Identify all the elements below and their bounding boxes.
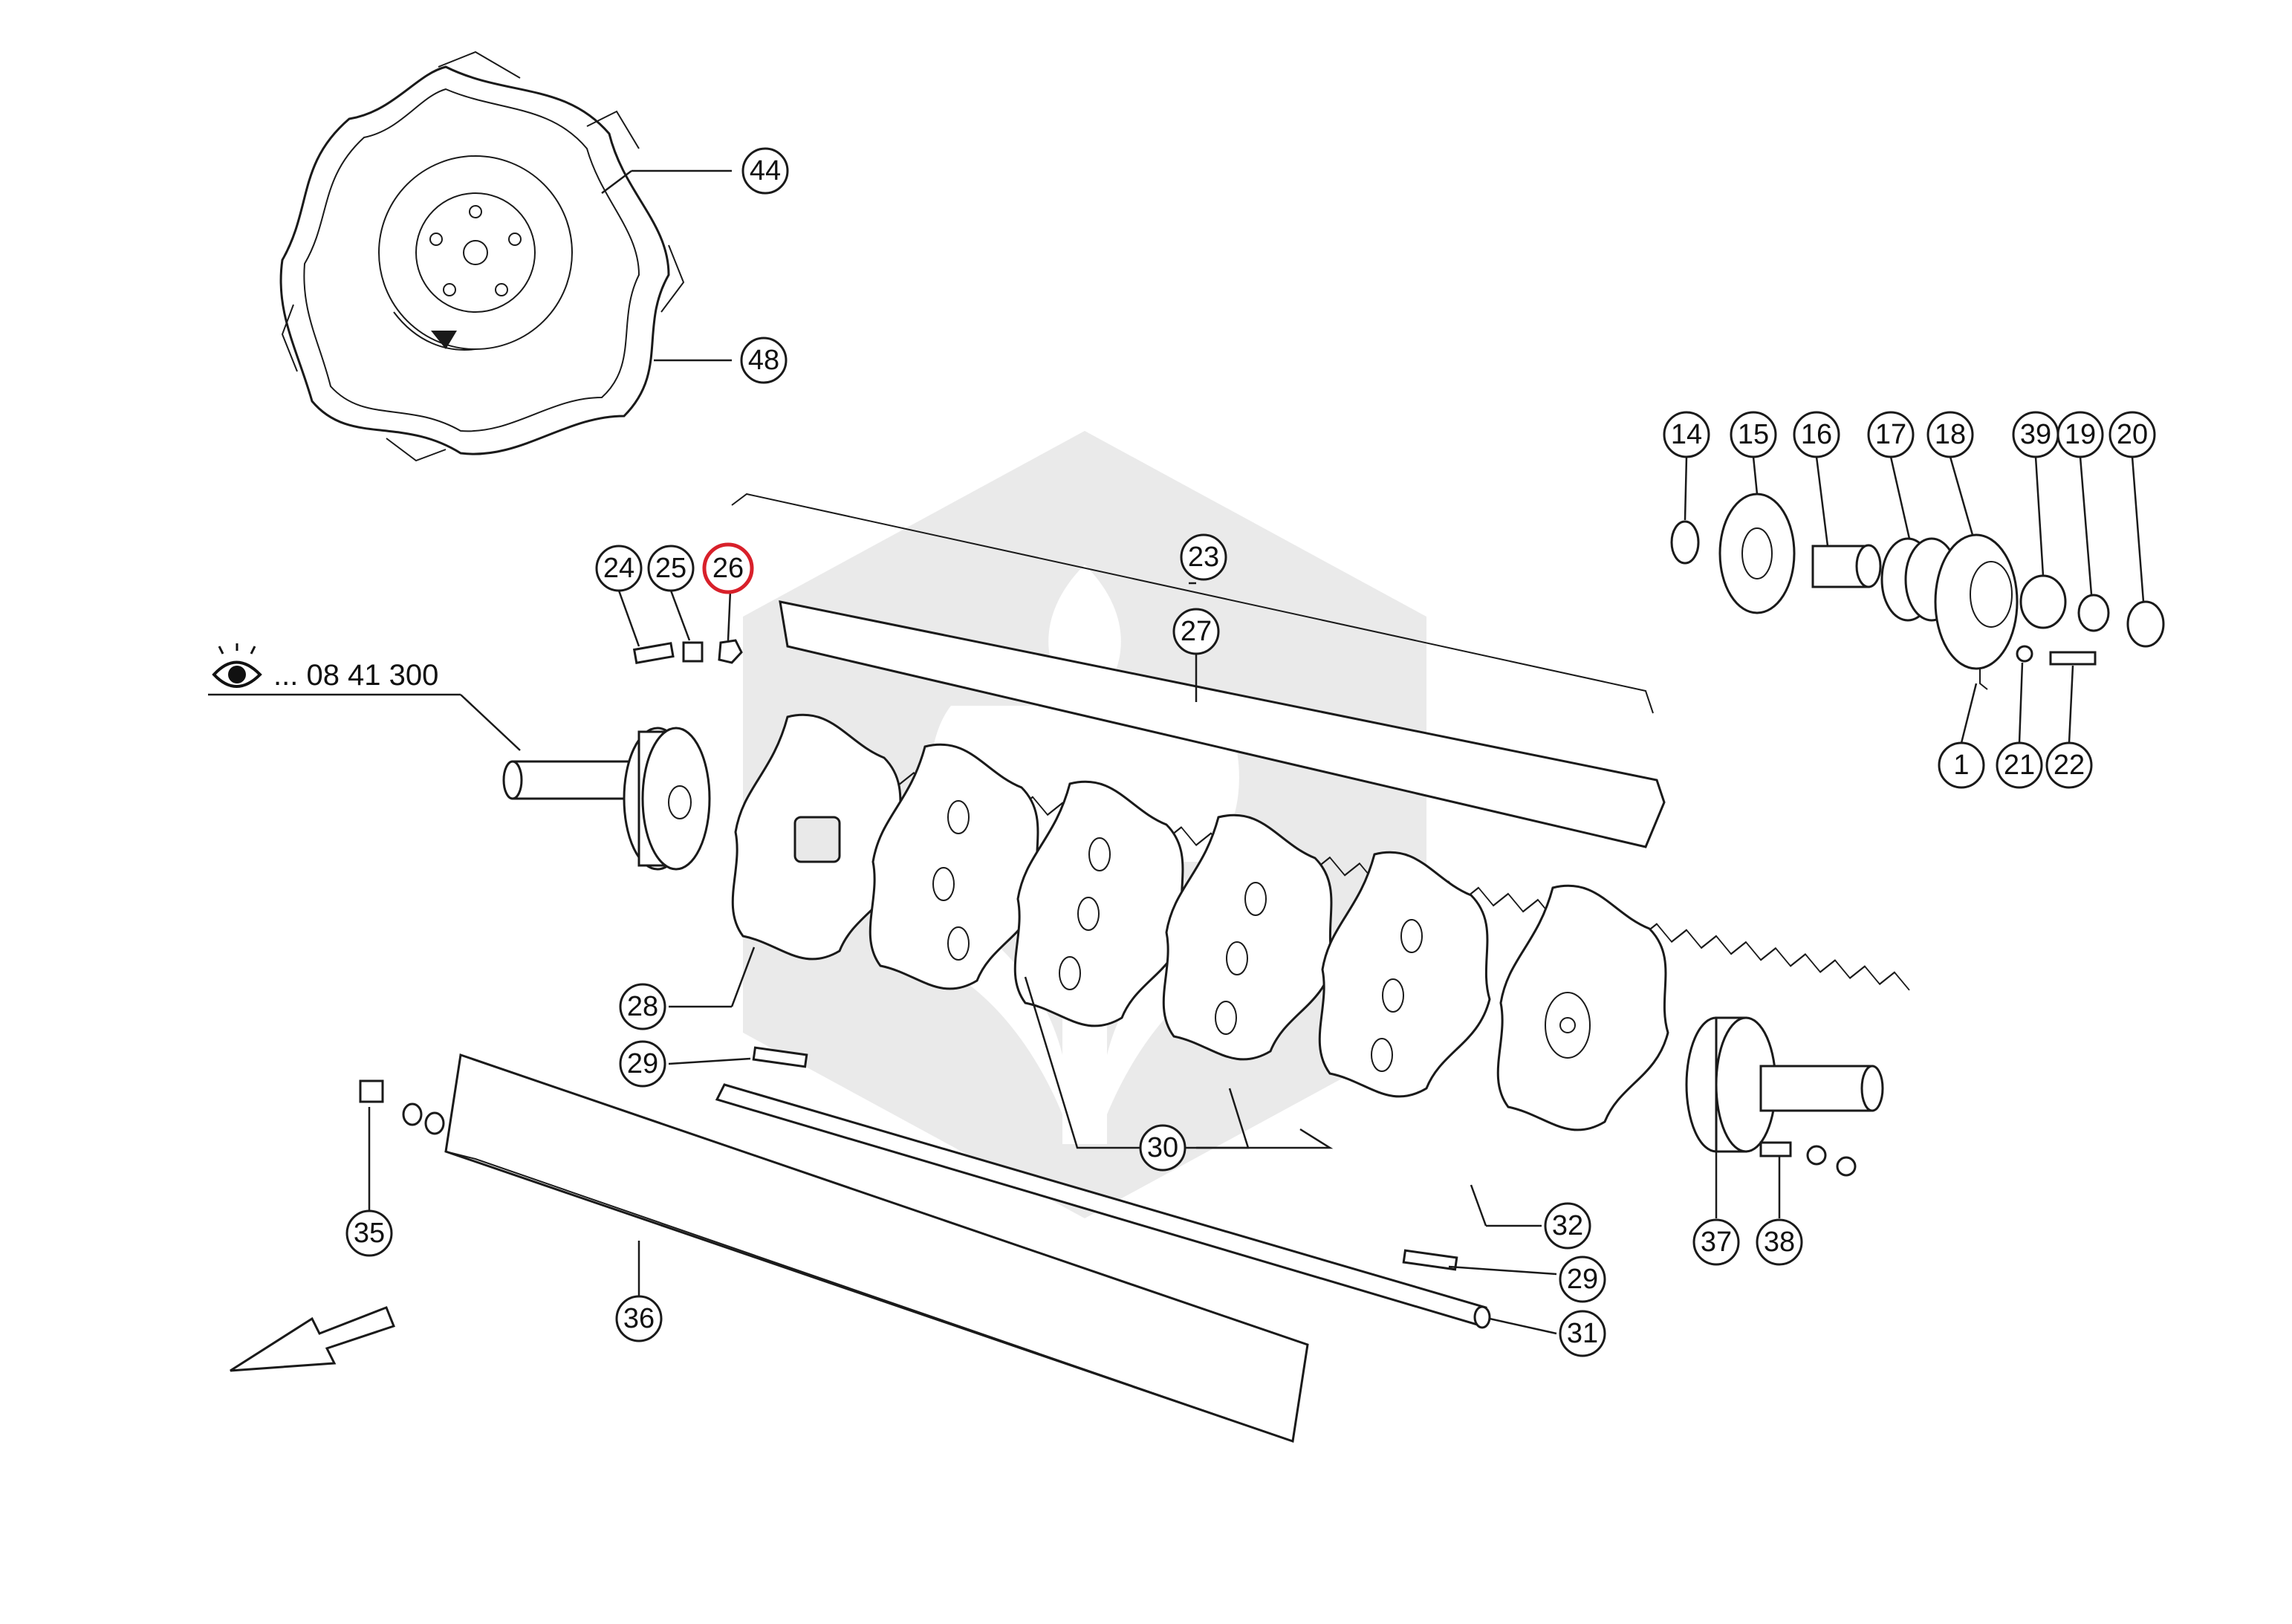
svg-text:44: 44 bbox=[750, 155, 781, 186]
callout-39[interactable]: 39 bbox=[2012, 411, 2059, 458]
callout-44[interactable]: 44 bbox=[741, 147, 789, 195]
right-shaft bbox=[1685, 1016, 1884, 1177]
svg-text:16: 16 bbox=[1801, 419, 1832, 450]
callout-27[interactable]: 27 bbox=[1172, 608, 1220, 655]
svg-text:29: 29 bbox=[1567, 1264, 1598, 1295]
bolt-35 bbox=[359, 1079, 445, 1135]
svg-text:20: 20 bbox=[2117, 419, 2148, 450]
svg-text:37: 37 bbox=[1701, 1227, 1732, 1258]
callout-38[interactable]: 38 bbox=[1756, 1218, 1803, 1266]
callout-24[interactable]: 24 bbox=[595, 545, 643, 592]
callout-28[interactable]: 28 bbox=[619, 983, 666, 1030]
reference-note: ... 08 41 300 bbox=[212, 643, 438, 692]
callout-21[interactable]: 21 bbox=[1996, 741, 2043, 789]
callout-19[interactable]: 19 bbox=[2056, 411, 2104, 458]
callout-23[interactable]: 23 bbox=[1180, 533, 1227, 581]
svg-text:39: 39 bbox=[2020, 419, 2051, 450]
callout-20[interactable]: 20 bbox=[2108, 411, 2156, 458]
callout-25[interactable]: 25 bbox=[647, 545, 695, 592]
svg-text:28: 28 bbox=[627, 991, 658, 1022]
hardware-small bbox=[632, 639, 743, 664]
svg-text:15: 15 bbox=[1738, 419, 1769, 450]
callout-32[interactable]: 32 bbox=[1544, 1202, 1591, 1250]
callout-18[interactable]: 18 bbox=[1926, 411, 1974, 458]
svg-text:21: 21 bbox=[2004, 750, 2035, 781]
callout-35[interactable]: 35 bbox=[345, 1209, 393, 1257]
svg-text:24: 24 bbox=[603, 553, 634, 584]
svg-text:14: 14 bbox=[1671, 419, 1702, 450]
star-discs bbox=[731, 713, 1669, 1131]
svg-text:38: 38 bbox=[1764, 1227, 1795, 1258]
callout-30[interactable]: 30 bbox=[1139, 1124, 1186, 1172]
svg-text:23: 23 bbox=[1188, 542, 1219, 573]
callout-1[interactable]: 1 bbox=[1938, 741, 1985, 789]
svg-text:36: 36 bbox=[623, 1303, 655, 1334]
svg-text:17: 17 bbox=[1875, 419, 1906, 450]
svg-text:27: 27 bbox=[1181, 616, 1212, 647]
svg-text:35: 35 bbox=[354, 1218, 385, 1249]
direction-arrow bbox=[230, 1306, 395, 1372]
callout-48[interactable]: 48 bbox=[740, 337, 788, 384]
callout-22[interactable]: 22 bbox=[2045, 741, 2093, 789]
svg-text:48: 48 bbox=[748, 345, 779, 376]
leader-lines bbox=[208, 169, 2145, 1335]
callout-17[interactable]: 17 bbox=[1867, 411, 1915, 458]
callout-26[interactable]: 26 bbox=[702, 542, 754, 594]
bearing-assembly bbox=[1670, 493, 2165, 690]
svg-text:30: 30 bbox=[1147, 1132, 1178, 1163]
long-shaft bbox=[715, 1046, 1491, 1329]
svg-text:1: 1 bbox=[1953, 750, 1969, 781]
svg-text:19: 19 bbox=[2065, 419, 2096, 450]
svg-text:29: 29 bbox=[627, 1048, 658, 1079]
callout-36[interactable]: 36 bbox=[615, 1295, 663, 1342]
svg-text:32: 32 bbox=[1552, 1210, 1583, 1241]
svg-text:18: 18 bbox=[1935, 419, 1966, 450]
callout-37[interactable]: 37 bbox=[1692, 1218, 1740, 1266]
trough-plate bbox=[444, 1053, 1309, 1443]
callout-14[interactable]: 14 bbox=[1663, 411, 1710, 458]
left-shaft bbox=[502, 727, 711, 871]
callout-31[interactable]: 31 bbox=[1559, 1310, 1606, 1357]
svg-text:25: 25 bbox=[655, 553, 686, 584]
rotor-detail bbox=[279, 51, 685, 462]
reference-note-text: ... 08 41 300 bbox=[273, 659, 438, 692]
callout-16[interactable]: 16 bbox=[1793, 411, 1840, 458]
svg-text:31: 31 bbox=[1567, 1318, 1598, 1349]
svg-text:26: 26 bbox=[712, 553, 744, 584]
callout-29-upper[interactable]: 29 bbox=[619, 1040, 666, 1088]
callouts: 44 48 14 15 16 17 18 39 19 20 1 21 22 24… bbox=[345, 147, 2156, 1357]
svg-text:22: 22 bbox=[2054, 750, 2085, 781]
callout-29-lower[interactable]: 29 bbox=[1559, 1256, 1606, 1303]
callout-15[interactable]: 15 bbox=[1730, 411, 1777, 458]
eye-icon bbox=[212, 643, 262, 688]
